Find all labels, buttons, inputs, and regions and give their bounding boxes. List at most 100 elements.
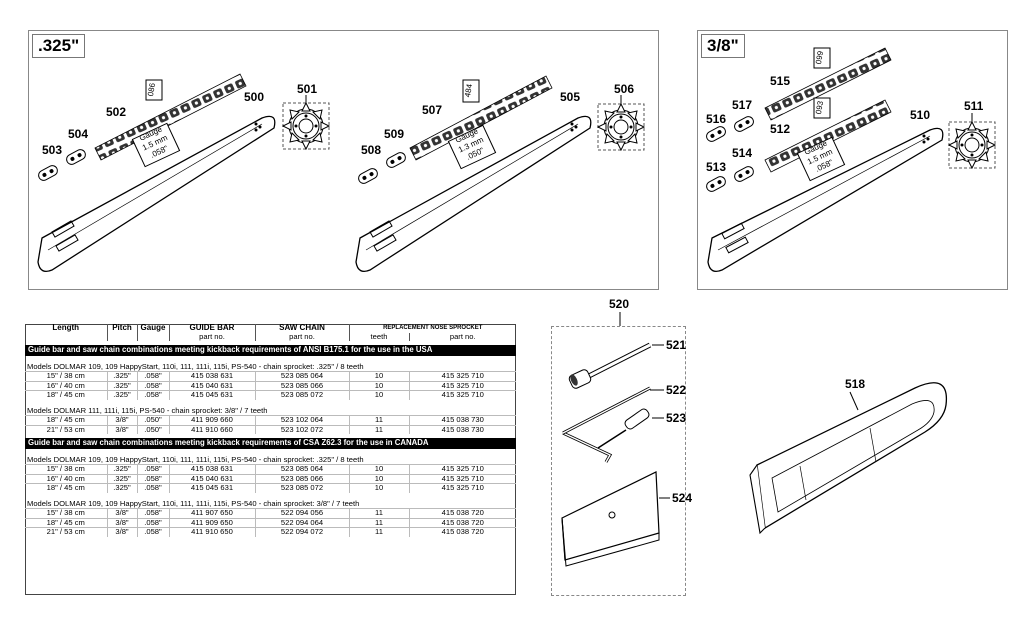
table-cell: 11 bbox=[349, 424, 410, 434]
model-row-4: Models DOLMAR 109, 109 HappyStart, 110i,… bbox=[25, 497, 516, 509]
table-cell: 15" / 38 cm bbox=[25, 464, 108, 474]
combination-wrench-521 bbox=[568, 342, 652, 389]
table-cell: .058" bbox=[137, 483, 170, 493]
table-cell: 10 bbox=[349, 483, 410, 493]
saw-chain-515 bbox=[764, 47, 892, 121]
callout-500: 500 bbox=[244, 90, 264, 104]
hdr-gauge: Gauge bbox=[137, 323, 170, 333]
callout-505: 505 bbox=[560, 90, 580, 104]
panel-38-label: 3/8" bbox=[701, 34, 745, 58]
link-514 bbox=[732, 164, 756, 184]
table-cell: 3/8" bbox=[107, 508, 138, 518]
table-cell: 11 bbox=[349, 527, 410, 537]
saw-chain-507 bbox=[409, 75, 553, 161]
table-cell: 21" / 53 cm bbox=[25, 527, 108, 537]
table-cell: .058" bbox=[137, 527, 170, 537]
banner-canada-row: Guide bar and saw chain combinations mee… bbox=[25, 438, 516, 449]
table-cell: .325" bbox=[107, 464, 138, 474]
table-cell: .325" bbox=[107, 483, 138, 493]
panel-325-label: .325" bbox=[32, 34, 86, 58]
table-cell: 16" / 40 cm bbox=[25, 473, 108, 484]
table-cell: 415 325 710 bbox=[409, 380, 516, 391]
link-517 bbox=[732, 114, 756, 134]
callout-523: 523 bbox=[666, 411, 686, 425]
table-cell: .050" bbox=[137, 424, 170, 434]
callout-501: 501 bbox=[297, 82, 317, 96]
table-cell: 3/8" bbox=[107, 527, 138, 537]
table-cell: 15" / 38 cm bbox=[25, 371, 108, 381]
table-cell: .058" bbox=[137, 380, 170, 391]
table-cell: 411 909 650 bbox=[169, 517, 256, 528]
guide-bar-505 bbox=[355, 115, 592, 273]
table-cell: 11 bbox=[349, 508, 410, 518]
model-row-3: Models DOLMAR 109, 109 HappyStart, 110i,… bbox=[25, 453, 516, 465]
hdr-bar-partno: part no. bbox=[169, 332, 256, 341]
banner-usa: Guide bar and saw chain combinations mee… bbox=[25, 345, 516, 356]
table-cell: 10 bbox=[349, 390, 410, 400]
model-2: Models DOLMAR 111, 111i, 115i, PS-540 - … bbox=[27, 405, 268, 415]
table-cell: .058" bbox=[137, 371, 170, 381]
table-cell: 10 bbox=[349, 473, 410, 484]
table-cell: 415 038 730 bbox=[409, 415, 516, 425]
table-cell: 15" / 38 cm bbox=[25, 508, 108, 518]
table-cell: 11 bbox=[349, 517, 410, 528]
sprocket-511 bbox=[948, 121, 996, 169]
screwdriver-523 bbox=[597, 408, 650, 449]
table-cell: 415 038 720 bbox=[409, 527, 516, 537]
chain-tag-093: 093 bbox=[813, 97, 831, 119]
table-cell: 415 325 710 bbox=[409, 483, 516, 493]
callout-516: 516 bbox=[706, 112, 726, 126]
table-cell: 11 bbox=[349, 415, 410, 425]
gauge-label-2: Gauge 1.3 mm .050" bbox=[447, 124, 497, 170]
chain-tag-093-text: 093 bbox=[814, 100, 825, 115]
table-cell: 523 102 072 bbox=[255, 424, 350, 434]
table-cell: 523 085 072 bbox=[255, 390, 350, 400]
table-cell: .050" bbox=[137, 415, 170, 425]
table-subheader-row: part no. part no. teeth part no. bbox=[25, 332, 516, 341]
chain-tag-484-text: 484 bbox=[463, 83, 474, 98]
bar-cover-518 bbox=[749, 382, 948, 535]
table-cell: 415 038 631 bbox=[169, 464, 256, 474]
table-cell: 415 040 631 bbox=[169, 473, 256, 484]
table-cell: 21" / 53 cm bbox=[25, 424, 108, 434]
table-cell: 415 040 631 bbox=[169, 380, 256, 391]
table-cell: 523 102 064 bbox=[255, 415, 350, 425]
link-516 bbox=[704, 124, 728, 144]
table-cell: 411 910 660 bbox=[169, 424, 256, 434]
callout-513: 513 bbox=[706, 160, 726, 174]
hdr-teeth: teeth bbox=[349, 332, 410, 341]
chain-tag-099: 099 bbox=[813, 47, 831, 69]
table-cell: 16" / 40 cm bbox=[25, 380, 108, 391]
callout-503: 503 bbox=[42, 143, 62, 157]
hdr-sprocket: REPLACEMENT NOSE SPROCKET bbox=[383, 325, 483, 331]
model-3: Models DOLMAR 109, 109 HappyStart, 110i,… bbox=[27, 454, 364, 464]
model-row-2: Models DOLMAR 111, 111i, 115i, PS-540 - … bbox=[25, 404, 516, 416]
table-cell: .325" bbox=[107, 380, 138, 391]
accessory-kit-box bbox=[551, 326, 686, 596]
hdr-chain-partno: part no. bbox=[255, 332, 350, 341]
table-cell: 523 085 064 bbox=[255, 371, 350, 381]
callout-524: 524 bbox=[672, 491, 692, 505]
table-cell: .058" bbox=[137, 517, 170, 528]
callout-511: 511 bbox=[964, 99, 984, 113]
callout-507: 507 bbox=[422, 103, 442, 117]
table-cell: 3/8" bbox=[107, 415, 138, 425]
callout-522: 522 bbox=[666, 383, 686, 397]
callout-514: 514 bbox=[732, 146, 752, 160]
table-cell: .058" bbox=[137, 464, 170, 474]
gauge-label-3: Gauge 1.5 mm .058" bbox=[796, 136, 846, 182]
callout-502: 502 bbox=[106, 105, 126, 119]
callout-509: 509 bbox=[384, 127, 404, 141]
table-cell: 415 038 631 bbox=[169, 371, 256, 381]
table-cell: .058" bbox=[137, 390, 170, 400]
table-cell: 415 038 730 bbox=[409, 424, 516, 434]
saw-chain-512 bbox=[764, 99, 892, 173]
banner-usa-row: Guide bar and saw chain combinations mee… bbox=[25, 345, 516, 356]
